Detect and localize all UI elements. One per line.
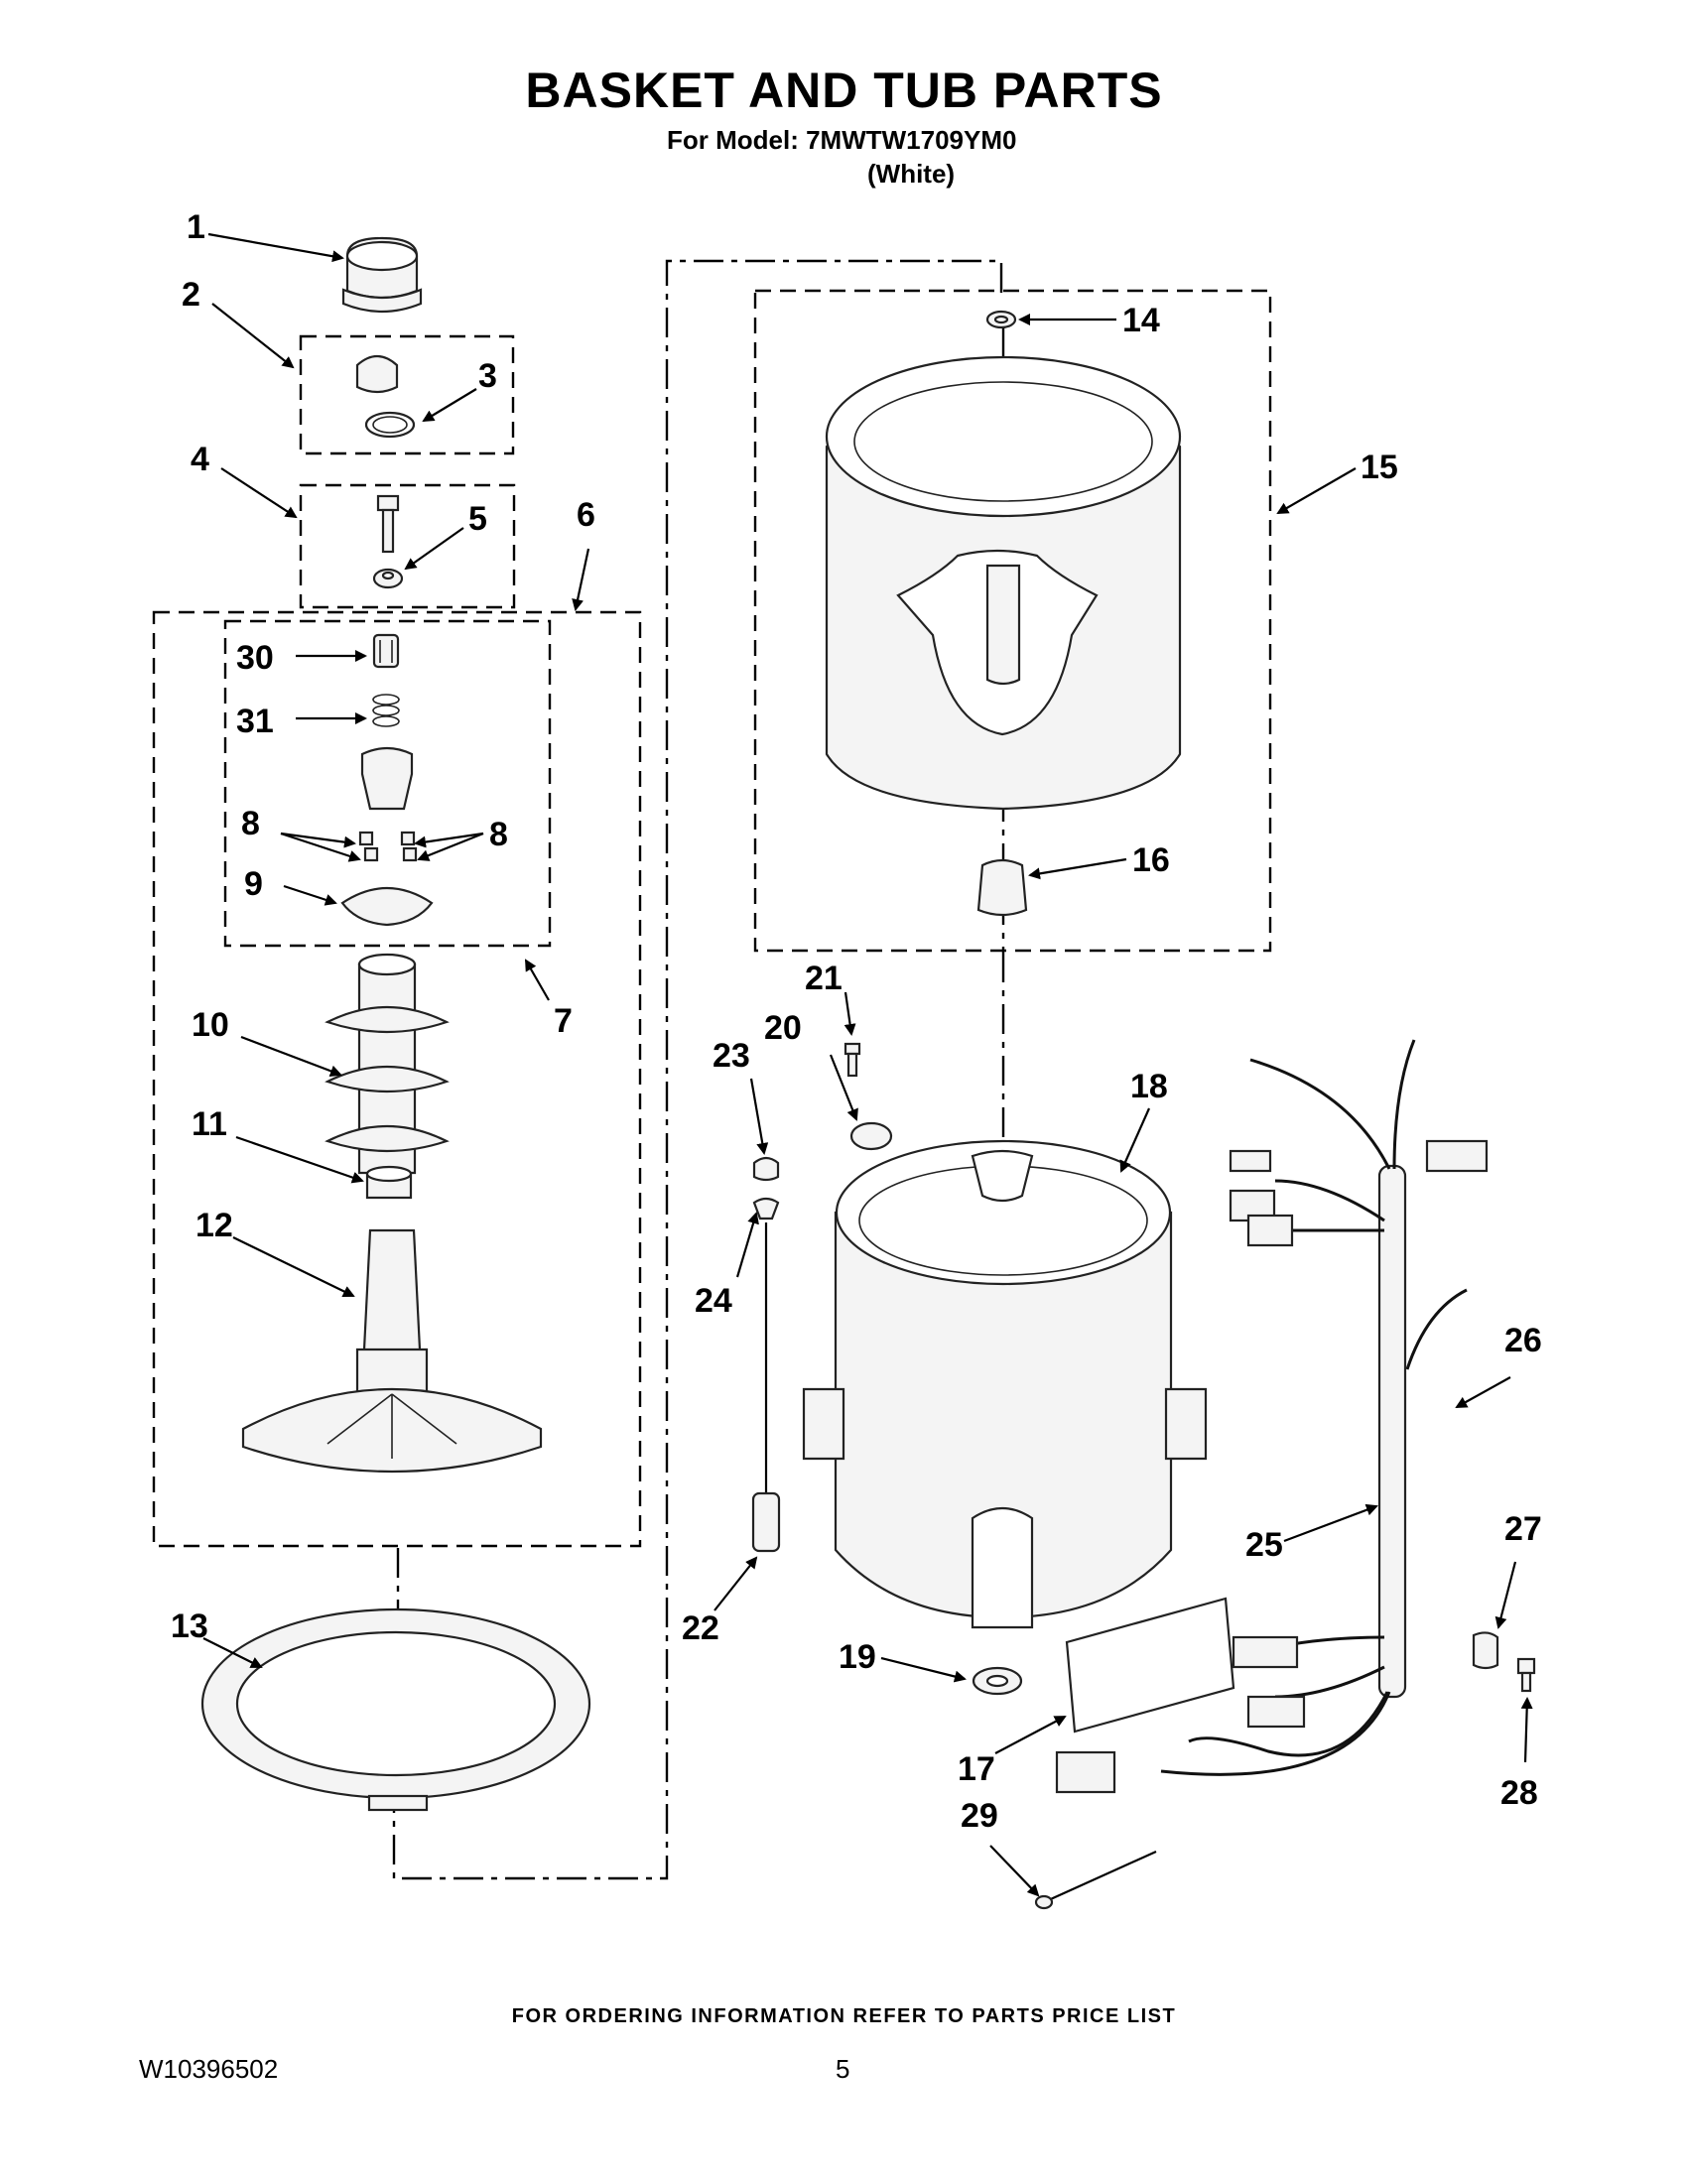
part-11-bearing (365, 1165, 413, 1200)
group-box-2 (299, 334, 515, 455)
connector-line-basket-ring (392, 259, 1003, 1880)
part-13-balance-ring (200, 1607, 591, 1812)
callout-12: 12 (195, 1207, 233, 1244)
group-box-4 (299, 483, 516, 609)
callout-2: 2 (182, 276, 200, 314)
callout-4: 4 (191, 441, 209, 478)
callout-27: 27 (1504, 1510, 1542, 1548)
part-15-basket (825, 355, 1182, 811)
group-box-15 (753, 289, 1272, 953)
callout-11: 11 (192, 1105, 227, 1143)
part-30-dog-retainer (372, 633, 400, 669)
callout-3: 3 (478, 357, 497, 395)
callout-9: 9 (244, 865, 263, 903)
callout-16: 16 (1132, 841, 1170, 879)
callout-26: 26 (1504, 1322, 1542, 1359)
callout-29: 29 (961, 1797, 998, 1835)
callout-28: 28 (1500, 1774, 1538, 1812)
group-box-7 (223, 619, 552, 948)
callout-25: 25 (1245, 1526, 1283, 1564)
part-1-agitator-cap (341, 236, 423, 314)
callout-22: 22 (682, 1609, 719, 1647)
part-21-screw (844, 1042, 861, 1078)
callout-19: 19 (839, 1638, 876, 1676)
page-title: BASKET AND TUB PARTS (525, 63, 1163, 118)
callout-1: 1 (187, 208, 205, 246)
part-9-cam (340, 887, 434, 927)
part-25-wire-harness (1055, 1039, 1489, 1794)
part-27-clip (1472, 1631, 1499, 1670)
callout-7: 7 (554, 1002, 573, 1040)
part-20-bracket (849, 1121, 893, 1151)
color-line: (White) (867, 159, 956, 189)
part-8-dogs (358, 831, 418, 862)
part-17-label (1065, 1597, 1235, 1734)
part-4-bolt (376, 494, 400, 554)
part-19-tub-seal (972, 1666, 1023, 1696)
part-29-cable-tie (1034, 1850, 1157, 1910)
model-line: For Model: 7MWTW1709YM0 (667, 125, 1017, 155)
callout-10: 10 (192, 1006, 229, 1044)
part-14-nut (985, 310, 1017, 329)
part-22-damper (751, 1491, 781, 1553)
group-box-6 (152, 610, 642, 1548)
part-18-outer-tub (802, 1139, 1208, 1629)
callout-6: 6 (577, 496, 595, 534)
callout-18: 18 (1130, 1068, 1168, 1105)
callout-20: 20 (764, 1009, 802, 1047)
callout-24: 24 (695, 1282, 732, 1320)
callout-30: 30 (236, 639, 274, 677)
callout-23: 23 (713, 1037, 750, 1075)
part-16-drive-block (976, 858, 1028, 917)
part-23-grommet (752, 1156, 780, 1182)
part-24-rod-cap (752, 1197, 780, 1220)
part-28-screw (1516, 1657, 1536, 1693)
part-5-washer (372, 568, 404, 589)
part-10-auger (325, 953, 450, 1175)
callout-8-left: 8 (241, 805, 260, 842)
leader-lines (202, 232, 1533, 1897)
document-number: W10396502 (139, 2054, 279, 2084)
ordering-note: FOR ORDERING INFORMATION REFER TO PARTS … (511, 2005, 1177, 2027)
callout-21: 21 (805, 960, 843, 997)
callout-14: 14 (1122, 302, 1160, 339)
callout-13: 13 (171, 1607, 208, 1645)
callout-8-right: 8 (489, 816, 508, 853)
part-26-tube (1405, 1288, 1468, 1370)
part-2-cap-insert (355, 354, 399, 394)
part-cam-driver (360, 746, 414, 811)
callout-17: 17 (958, 1750, 995, 1788)
part-3-o-ring-inner (372, 416, 408, 434)
callout-5: 5 (468, 500, 487, 538)
callout-31: 31 (236, 703, 274, 740)
callout-15: 15 (1361, 449, 1398, 486)
part-12-agitator-base (241, 1228, 543, 1474)
page-number: 5 (836, 2054, 850, 2084)
part-31-spring (372, 694, 400, 727)
